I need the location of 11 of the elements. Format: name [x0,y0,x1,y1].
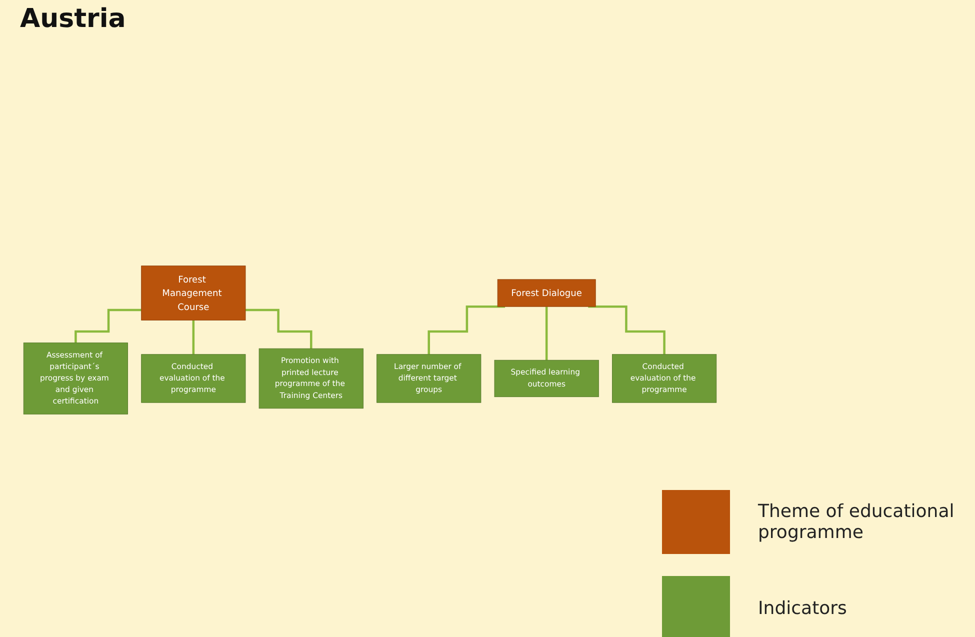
connector [192,319,195,356]
title: Austria [20,4,126,34]
legend-label: Indicators [758,598,847,618]
connector [74,308,142,344]
legend-label: Theme of educational programme [758,501,956,543]
connector [545,305,548,362]
connector [588,305,666,356]
connector [245,308,312,350]
node-box: Forest Management Course [141,266,246,320]
connector [428,305,506,356]
node-box: Forest Dialogue [497,279,596,307]
